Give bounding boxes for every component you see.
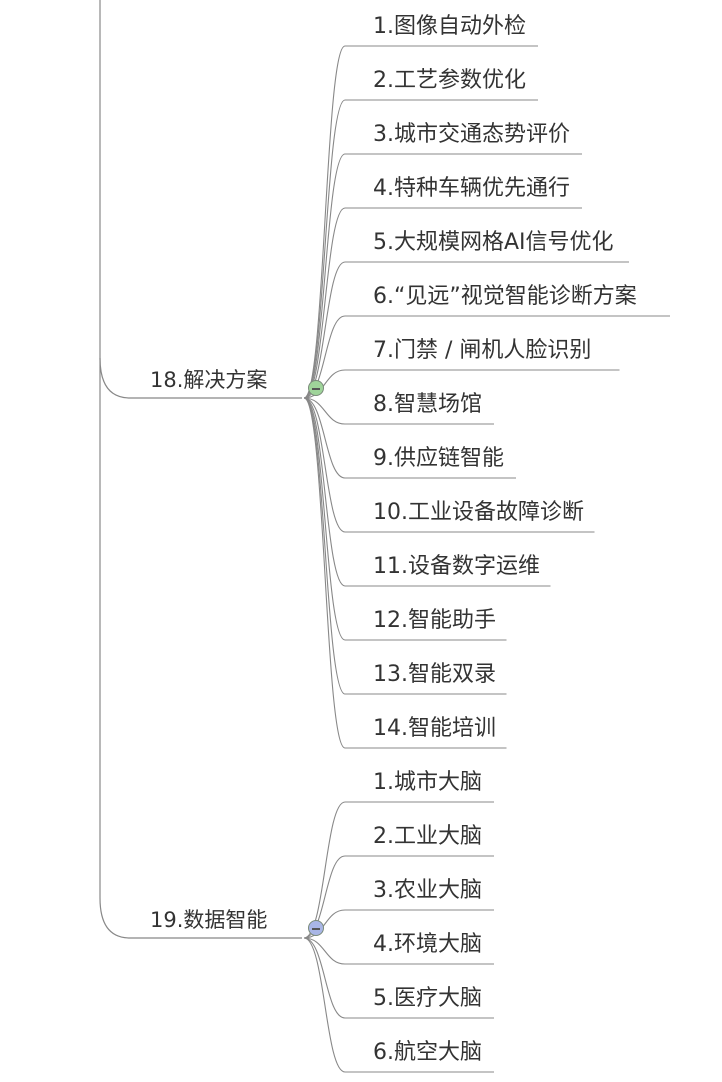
branch-1-child-1[interactable]: 1.图像自动外检: [373, 14, 526, 39]
branch-2-child-3-connector: [303, 909, 494, 939]
branch-2-child-3[interactable]: 3.农业大脑: [373, 878, 482, 903]
branch-2-child-2[interactable]: 2.工业大脑: [373, 824, 482, 849]
branch-1-child-10[interactable]: 10.工业设备故障诊断: [373, 500, 584, 525]
branch-1-child-12-connector: [303, 397, 507, 641]
branch-1-connector: [99, 357, 302, 399]
branch-1-child-6[interactable]: 6.“见远”视觉智能诊断方案: [373, 284, 637, 309]
branch-1-child-9-connector: [303, 397, 516, 479]
branch-1-child-13[interactable]: 13.智能双录: [373, 662, 496, 687]
branch-1-child-8[interactable]: 8.智慧场馆: [373, 392, 482, 417]
branch-2-topic[interactable]: 19.数据智能: [150, 908, 268, 932]
branch-2-child-6[interactable]: 6.航空大脑: [373, 1040, 482, 1065]
branch-1-child-7[interactable]: 7.门禁 / 闸机人脸识别: [373, 338, 592, 363]
branch-2-child-4[interactable]: 4.环境大脑: [373, 932, 482, 957]
branch-1-child-11[interactable]: 11.设备数字运维: [373, 554, 540, 579]
branch-1-child-14[interactable]: 14.智能培训: [373, 716, 496, 741]
branch-2-collapse-button[interactable]: [308, 920, 324, 936]
branch-1-child-13-connector: [303, 397, 507, 695]
branch-1-child-3[interactable]: 3.城市交通态势评价: [373, 122, 570, 147]
branch-1-child-14-connector: [303, 397, 507, 749]
branch-1-child-2[interactable]: 2.工艺参数优化: [373, 68, 526, 93]
branch-2-child-6-connector: [303, 937, 494, 1073]
branch-1-child-7-connector: [303, 369, 620, 399]
branch-1-child-11-connector: [303, 397, 551, 587]
branch-1-child-5[interactable]: 5.大规模网格AI信号优化: [373, 230, 614, 255]
branch-1-child-8-connector: [303, 397, 494, 425]
branch-2-connector: [99, 897, 302, 939]
branch-1-child-1-connector: [303, 45, 538, 399]
branch-1-topic[interactable]: 18.解决方案: [150, 368, 268, 392]
branch-1-child-4[interactable]: 4.特种车辆优先通行: [373, 176, 570, 201]
branch-2-child-5-connector: [303, 937, 494, 1019]
branch-2-child-4-connector: [303, 937, 494, 965]
branch-1-collapse-button[interactable]: [308, 380, 324, 396]
branch-1-child-12[interactable]: 12.智能助手: [373, 608, 496, 633]
branch-2-child-5[interactable]: 5.医疗大脑: [373, 986, 482, 1011]
branch-1-child-10-connector: [303, 397, 595, 533]
branch-1-child-9[interactable]: 9.供应链智能: [373, 446, 504, 471]
branch-2-child-1[interactable]: 1.城市大脑: [373, 770, 482, 795]
